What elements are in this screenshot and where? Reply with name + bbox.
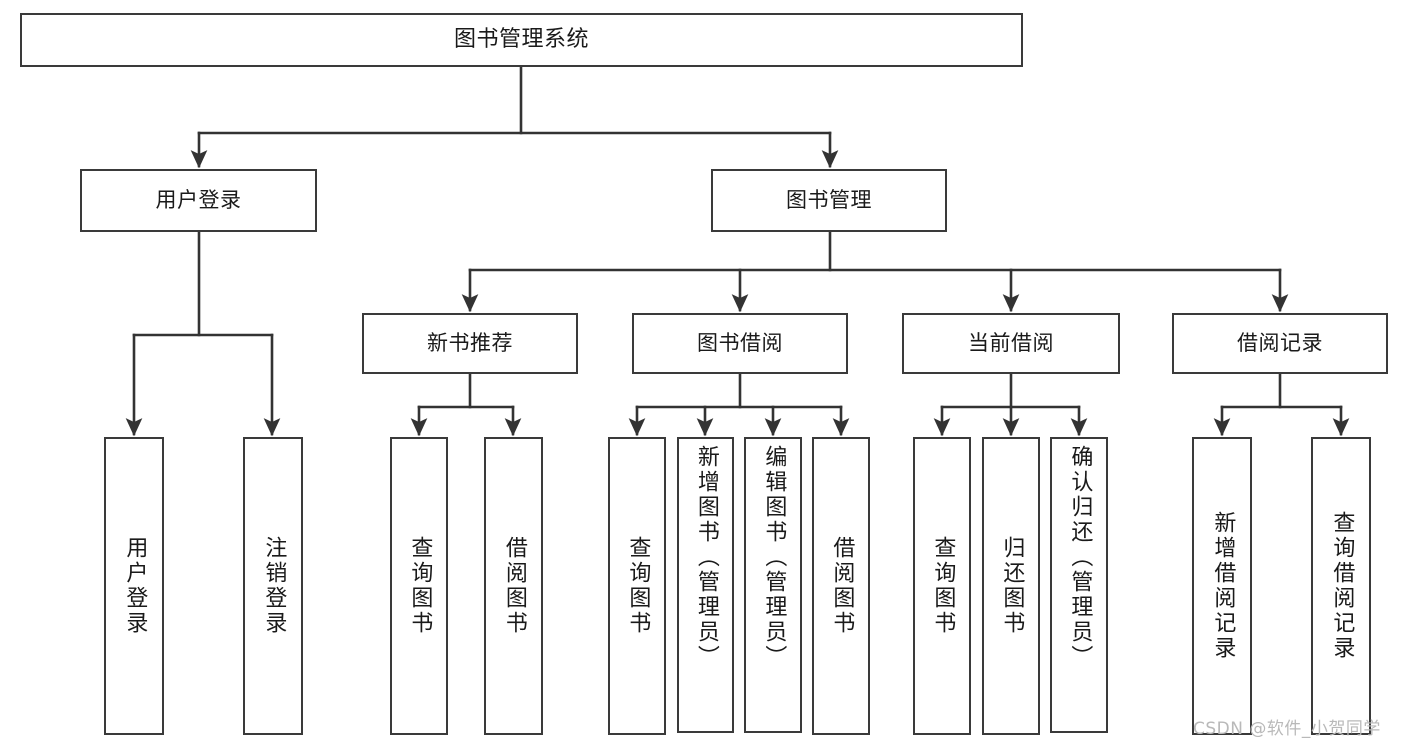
node-leaf-borrow-book-1-label: 借阅图书 xyxy=(501,536,527,636)
node-leaf-add-record[interactable]: 新增借阅记录 xyxy=(1192,437,1252,735)
node-new-book-rec-label: 新书推荐 xyxy=(427,331,513,355)
node-leaf-borrow-book-2-label: 借阅图书 xyxy=(829,536,855,636)
node-leaf-borrow-book-1[interactable]: 借阅图书 xyxy=(484,437,543,735)
node-new-book-rec[interactable]: 新书推荐 xyxy=(362,313,578,374)
node-leaf-query-book-3[interactable]: 查询图书 xyxy=(913,437,971,735)
node-leaf-edit-book-label: 编辑图书（管理员） xyxy=(761,445,787,670)
node-leaf-logout-label: 注销登录 xyxy=(261,536,287,636)
node-root[interactable]: 图书管理系统 xyxy=(20,13,1023,67)
node-leaf-user-login[interactable]: 用户登录 xyxy=(104,437,164,735)
node-book-borrow[interactable]: 图书借阅 xyxy=(632,313,848,374)
node-leaf-query-book-3-label: 查询图书 xyxy=(930,536,956,636)
node-current-borrow[interactable]: 当前借阅 xyxy=(902,313,1120,374)
node-leaf-return-book-label: 归还图书 xyxy=(999,536,1025,636)
node-leaf-query-book-2-label: 查询图书 xyxy=(625,536,651,636)
node-leaf-confirm-return-label: 确认归还（管理员） xyxy=(1067,445,1093,670)
node-leaf-confirm-return[interactable]: 确认归还（管理员） xyxy=(1050,437,1108,733)
node-leaf-query-book-2[interactable]: 查询图书 xyxy=(608,437,666,735)
node-borrow-record[interactable]: 借阅记录 xyxy=(1172,313,1388,374)
node-user-login-label: 用户登录 xyxy=(155,188,242,212)
node-book-manage-label: 图书管理 xyxy=(786,188,872,212)
node-leaf-return-book[interactable]: 归还图书 xyxy=(982,437,1040,735)
node-user-login[interactable]: 用户登录 xyxy=(80,169,317,232)
node-root-label: 图书管理系统 xyxy=(453,27,589,52)
node-current-borrow-label: 当前借阅 xyxy=(968,331,1054,355)
node-book-borrow-label: 图书借阅 xyxy=(697,331,783,355)
node-leaf-add-record-label: 新增借阅记录 xyxy=(1210,511,1236,661)
node-borrow-record-label: 借阅记录 xyxy=(1237,331,1323,355)
node-leaf-query-book-1[interactable]: 查询图书 xyxy=(390,437,448,735)
node-leaf-query-record-label: 查询借阅记录 xyxy=(1329,511,1355,661)
node-leaf-query-book-1-label: 查询图书 xyxy=(407,536,433,636)
node-leaf-logout[interactable]: 注销登录 xyxy=(243,437,303,735)
node-leaf-edit-book[interactable]: 编辑图书（管理员） xyxy=(744,437,802,733)
node-leaf-add-book-label: 新增图书（管理员） xyxy=(693,445,719,670)
node-leaf-add-book[interactable]: 新增图书（管理员） xyxy=(677,437,734,733)
node-leaf-user-login-label: 用户登录 xyxy=(122,536,148,636)
node-leaf-query-record[interactable]: 查询借阅记录 xyxy=(1311,437,1371,735)
node-leaf-borrow-book-2[interactable]: 借阅图书 xyxy=(812,437,870,735)
csdn-watermark: CSDN @软件_小贺同学 xyxy=(1193,719,1381,739)
node-book-manage[interactable]: 图书管理 xyxy=(711,169,947,232)
